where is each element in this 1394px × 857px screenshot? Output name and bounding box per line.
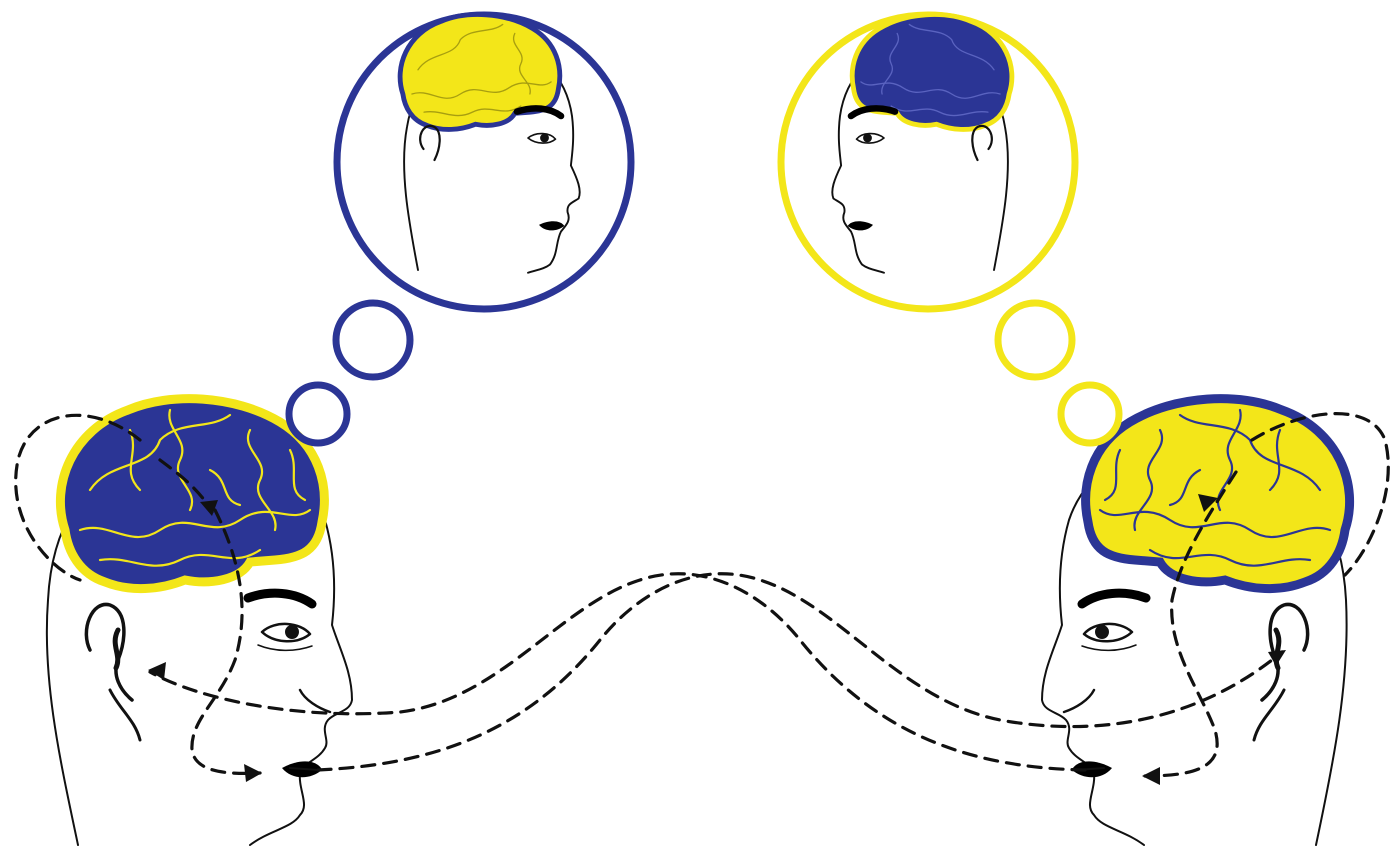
left-bubble-small bbox=[289, 385, 347, 443]
left-thought-bubble bbox=[289, 15, 631, 443]
left-nose bbox=[300, 690, 330, 712]
right-eye bbox=[1082, 624, 1136, 650]
right-thought-bubble bbox=[781, 15, 1119, 443]
left-person bbox=[47, 399, 352, 845]
left-bubble-medium bbox=[336, 303, 410, 377]
left-mouth bbox=[282, 761, 322, 777]
right-person bbox=[1042, 399, 1350, 845]
right-bubble-medium bbox=[998, 303, 1072, 377]
left-ear bbox=[86, 604, 132, 700]
left-eyebrow bbox=[248, 593, 312, 604]
left-to-right-wave bbox=[318, 574, 1282, 770]
arrowhead-icon bbox=[1142, 767, 1160, 785]
right-to-left-wave bbox=[150, 574, 1085, 770]
left-eye bbox=[258, 624, 312, 650]
arrowhead-icon bbox=[148, 662, 166, 680]
right-eyebrow bbox=[1082, 593, 1146, 604]
right-nose bbox=[1064, 690, 1094, 712]
right-bubble-small bbox=[1061, 385, 1119, 443]
right-brain-icon bbox=[1086, 399, 1350, 589]
arrowhead-icon bbox=[1268, 650, 1286, 666]
left-brain-icon bbox=[60, 399, 324, 589]
arrowhead-icon bbox=[244, 764, 262, 782]
